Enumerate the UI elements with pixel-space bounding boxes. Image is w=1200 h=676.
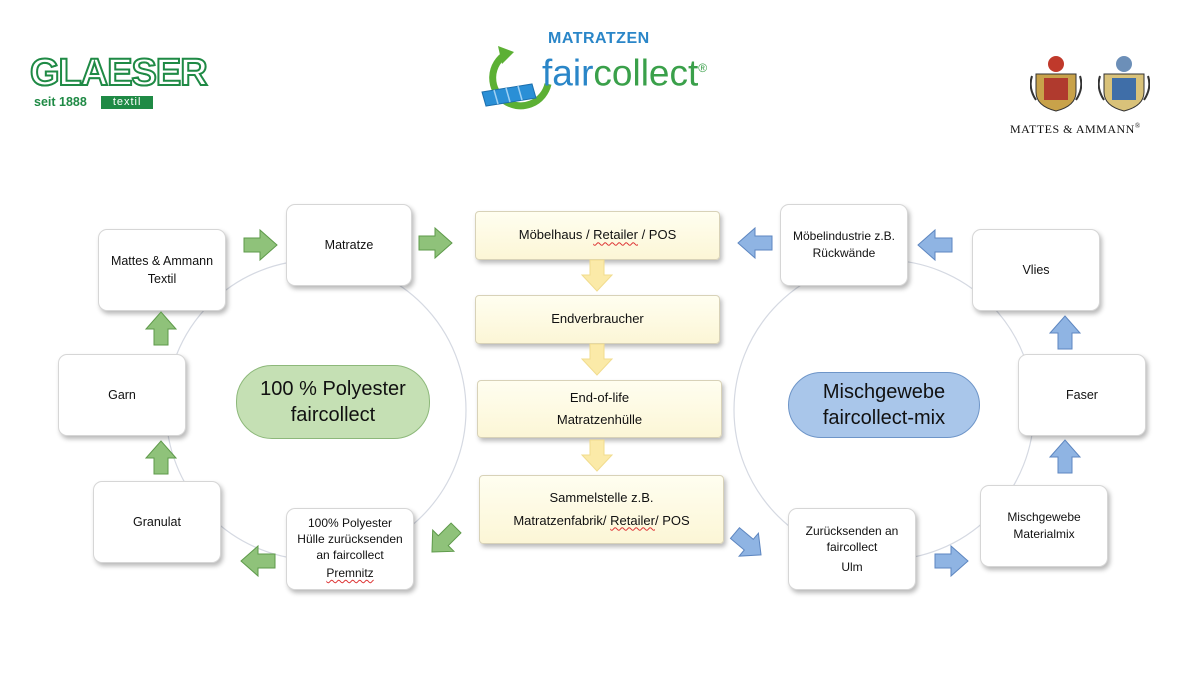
mix-return-line1: Zurücksenden an (805, 523, 899, 538)
up-arrow-faser-to-vlies (1048, 315, 1082, 350)
retailer-text-a: Möbelhaus / (518, 227, 594, 243)
polyester-return-line1: 100% Polyester (307, 516, 393, 531)
vlies-box: Vlies (972, 229, 1100, 311)
faircollect-logo-collect: collect (593, 52, 699, 94)
garn-text: Garn (108, 387, 136, 402)
mix-return-line2: faircollect (826, 539, 878, 554)
moebelindustrie-box: Möbelindustrie z.B. Rückwände (780, 204, 908, 286)
up-arrow-garn-to-textil (144, 311, 178, 346)
right-arrow-matratze-to-retailer (418, 226, 453, 260)
right-cycle-title-line1: Mischgewebe (822, 381, 946, 403)
retailer-box: Möbelhaus / Retailer / POS (475, 211, 720, 260)
left-cycle-title: 100 % Polyester faircollect (236, 365, 430, 439)
end-of-life-box: End-of-life Matratzenhülle (477, 380, 722, 438)
mix-return-box: Zurücksenden an faircollect Ulm (788, 508, 916, 590)
down-arrow-1 (580, 259, 614, 292)
mattes-ammann-logo-name: MATTES & AMMANN (1010, 122, 1135, 136)
polyester-return-box: 100% Polyester Hülle zurücksenden an fai… (286, 508, 414, 590)
diag-arrow-collect-to-mix-return (729, 527, 762, 557)
retailer-text-u: Retailer (593, 227, 638, 243)
faser-text: Faser (1066, 387, 1098, 402)
garn-box: Garn (58, 354, 186, 436)
faircollect-logo-top: MATRATZEN (548, 30, 650, 47)
faircollect-logo-fair: fair (542, 52, 594, 94)
glaeser-logo-since: seit 1888 (34, 95, 87, 109)
diag-arrow-collect-to-polyester (431, 522, 462, 553)
faircollect-logo-reg: ® (698, 61, 708, 75)
mischgewebe-line1: Mischgewebe (1007, 509, 1081, 524)
right-arrow-textil-to-matratze (243, 228, 278, 262)
glaeser-logo-name: GLAESER (29, 52, 209, 94)
left-cycle-title-line1: 100 % Polyester (260, 378, 406, 400)
glaeser-logo-sub: textil (100, 95, 154, 109)
left-arrow-vlies-to-moebel (917, 228, 953, 262)
collection-point-line1: Sammelstelle z.B. (549, 490, 654, 506)
granulat-text: Granulat (133, 514, 181, 529)
moebelindustrie-line1: Möbelindustrie z.B. (792, 228, 896, 243)
collection-point-text-a: Matratzenfabrik/ (513, 512, 611, 528)
coat-of-arms-right-icon (1098, 56, 1150, 112)
right-arrow-return-to-mix (934, 544, 969, 578)
left-arrow-return-to-granulat (240, 544, 276, 578)
mischgewebe-box: Mischgewebe Materialmix (980, 485, 1108, 567)
consumer-box: Endverbraucher (475, 295, 720, 344)
right-cycle-title-line2: faircollect-mix (822, 407, 946, 429)
mix-return-line3: Ulm (841, 560, 863, 575)
left-cycle-title-line2: faircollect (290, 404, 376, 426)
mischgewebe-line2: Materialmix (1013, 527, 1075, 541)
coat-of-arms-left-icon (1030, 56, 1082, 112)
collection-point-text-u: Retailer (610, 512, 655, 528)
end-of-life-line1: End-of-life (569, 389, 630, 405)
vlies-text: Vlies (1022, 262, 1050, 277)
polyester-return-line3: an faircollect (316, 547, 384, 562)
faser-box: Faser (1018, 354, 1146, 436)
polyester-return-line2: Hülle zurücksenden (297, 531, 403, 546)
mattes-ammann-textil-box: Mattes & Ammann Textil (98, 229, 226, 311)
mattes-ammann-logo: MATTES & AMMANN® (1010, 54, 1175, 140)
collection-point-box: Sammelstelle z.B. Matratzenfabrik/ Retai… (479, 475, 724, 544)
matratze-text: Matratze (324, 237, 374, 252)
matratze-box: Matratze (286, 204, 412, 286)
polyester-return-line4: Premnitz (326, 566, 374, 581)
mattes-ammann-logo-reg: ® (1134, 122, 1141, 130)
mattes-ammann-textil-line1: Mattes & Ammann (110, 253, 214, 268)
end-of-life-line2: Matratzenhülle (556, 412, 643, 427)
recycle-mattress-icon (481, 46, 552, 110)
down-arrow-3 (580, 439, 614, 472)
right-cycle-title: Mischgewebe faircollect-mix (788, 372, 980, 438)
retailer-text-b: / POS (637, 227, 677, 243)
moebelindustrie-line2: Rückwände (812, 246, 876, 260)
up-arrow-granulat-to-garn (144, 440, 178, 475)
consumer-text: Endverbraucher (551, 311, 644, 327)
left-arrow-moebel-to-retailer (737, 226, 773, 260)
glaeser-logo: GLAESER seit 1888 textil (29, 52, 212, 114)
faircollect-logo: MATRATZEN faircollect® (476, 28, 726, 122)
collection-point-text-b: / POS (654, 512, 690, 528)
down-arrow-2 (580, 343, 614, 376)
up-arrow-mix-to-faser (1048, 439, 1082, 474)
granulat-box: Granulat (93, 481, 221, 563)
mattes-ammann-textil-line2: Textil (147, 272, 177, 286)
